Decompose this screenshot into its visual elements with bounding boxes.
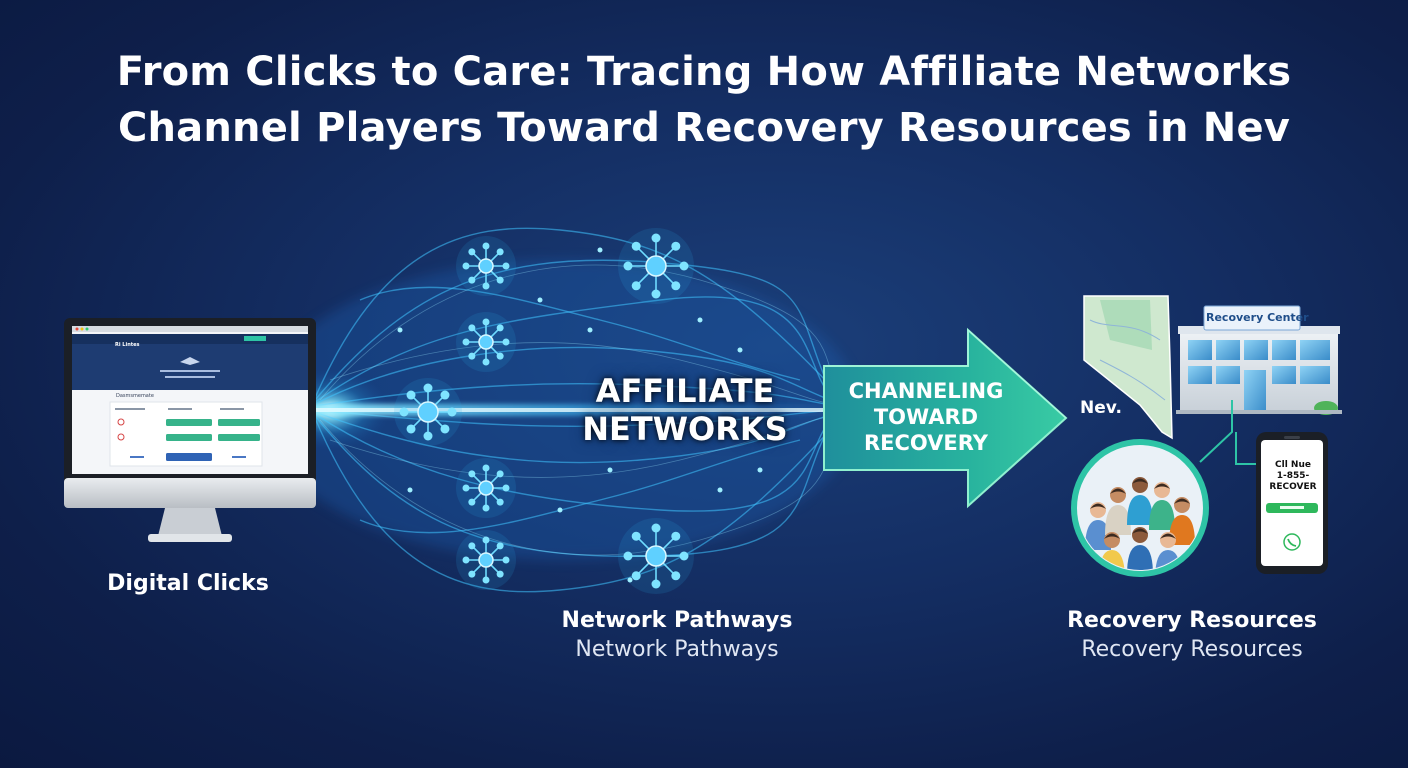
network-node-cluster — [456, 312, 516, 372]
network-dot — [557, 507, 563, 513]
network-dot — [537, 297, 543, 303]
network-node-cluster — [394, 378, 462, 446]
arrow-line-3: RECOVERY — [863, 431, 989, 455]
network-dot — [757, 467, 763, 473]
person-figure — [1127, 527, 1153, 570]
arrow-label: CHANNELING TOWARD RECOVERY — [828, 378, 1024, 456]
arrow-line-1: CHANNELING — [848, 379, 1004, 403]
connector-lines — [1199, 400, 1258, 465]
network-node-cluster — [618, 518, 694, 594]
network-pathways-subcaption: Network Pathways — [575, 637, 779, 662]
network-dot — [597, 247, 603, 253]
person-figure — [1127, 477, 1153, 525]
network-node-cluster — [456, 530, 516, 590]
hub-label-line-1: AFFILIATE — [595, 372, 775, 410]
network-dot — [697, 317, 703, 323]
phone-line-2: 1-855-RECOVER — [1269, 471, 1317, 492]
network-dot — [627, 577, 633, 583]
arrow-line-2: TOWARD — [873, 405, 979, 429]
map-label: Nev. — [1080, 398, 1122, 418]
network-dot — [587, 327, 593, 333]
recovery-resources-subcaption: Recovery Resources — [1081, 637, 1303, 662]
phone-line-1: Cll Nue — [1275, 460, 1311, 470]
affiliate-networks-label: AFFILIATE NETWORKS — [560, 372, 810, 448]
network-dot — [397, 327, 403, 333]
hub-label-line-2: NETWORKS — [582, 410, 788, 448]
title-line-1: From Clicks to Care: Tracing How Affilia… — [116, 49, 1292, 95]
recovery-center-building — [1176, 305, 1342, 415]
monitor-headline: Dasmsmemate — [116, 393, 154, 399]
digital-clicks-caption: Digital Clicks — [107, 571, 269, 596]
network-pathways — [314, 227, 831, 593]
network-dot — [407, 487, 413, 493]
building-sign: Recovery Center — [1206, 311, 1309, 324]
channeling-arrow — [823, 327, 1068, 509]
person-figure — [1105, 487, 1131, 535]
network-pathways-caption: Network Pathways — [561, 608, 793, 633]
phone-icon — [1256, 432, 1328, 574]
support-group-icon — [1071, 439, 1209, 577]
person-figure — [1149, 482, 1175, 530]
network-node-cluster — [456, 458, 516, 518]
nevada-map — [1083, 295, 1173, 440]
title-line-2: Channel Players Toward Recovery Resource… — [117, 105, 1291, 151]
page-title: From Clicks to Care: Tracing How Affilia… — [0, 44, 1408, 156]
network-node-cluster — [456, 236, 516, 296]
network-nodes — [394, 228, 763, 594]
recovery-resources-caption: Recovery Resources — [1067, 608, 1317, 633]
computer-monitor — [64, 318, 316, 542]
network-dot — [607, 467, 613, 473]
network-dot — [717, 487, 723, 493]
monitor-brand: Ri Lintes — [115, 342, 140, 348]
network-node-cluster — [618, 228, 694, 304]
network-dot — [737, 347, 743, 353]
phone-call-text: Cll Nue 1-855-RECOVER — [1262, 460, 1324, 493]
